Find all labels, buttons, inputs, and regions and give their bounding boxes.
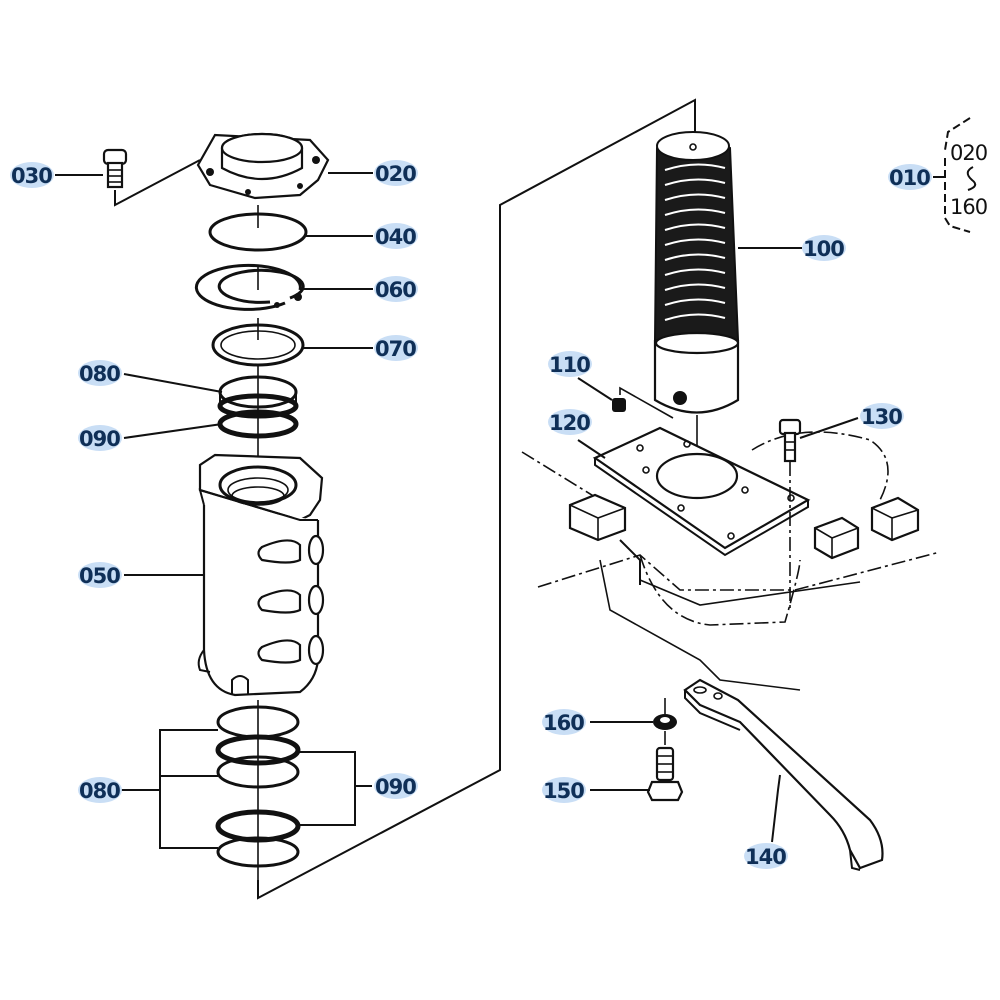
svg-text:120: 120	[549, 411, 590, 435]
svg-text:050: 050	[79, 564, 120, 588]
svg-text:090: 090	[79, 427, 120, 451]
callout-030[interactable]: 030	[10, 162, 54, 188]
callout-020[interactable]: 020	[374, 160, 418, 186]
part-130-bolt	[778, 418, 802, 463]
svg-text:060: 060	[375, 278, 416, 302]
callout-050[interactable]: 050	[78, 562, 122, 588]
svg-text:030: 030	[11, 164, 52, 188]
part-100-rotor-shaft	[653, 131, 740, 414]
callout-060[interactable]: 060	[374, 276, 418, 302]
part-120-plate	[592, 426, 811, 557]
callout-160[interactable]: 160	[542, 709, 586, 735]
callout-120[interactable]: 120	[548, 409, 592, 435]
bracket-080	[159, 729, 218, 849]
svg-text:090: 090	[375, 775, 416, 799]
svg-text:130: 130	[861, 405, 902, 429]
svg-text:150: 150	[543, 779, 584, 803]
part-160-washer	[653, 714, 677, 730]
svg-text:010: 010	[889, 166, 930, 190]
callout-150[interactable]: 150	[542, 777, 586, 803]
part-150-bolt	[646, 746, 684, 802]
part-020-cover	[196, 132, 330, 200]
svg-text:140: 140	[745, 845, 786, 869]
part-060-snap-ring	[194, 263, 305, 311]
part-050-swivel-body	[197, 453, 325, 697]
frame-base	[521, 431, 941, 691]
rubber-blocks	[568, 493, 920, 560]
callout-110[interactable]: 110	[548, 351, 592, 377]
callout-090-lower[interactable]: 090	[374, 773, 418, 799]
svg-text:100: 100	[803, 237, 844, 261]
svg-text:020: 020	[375, 162, 416, 186]
callout-100[interactable]: 100	[802, 235, 846, 261]
part-030-bolt	[102, 148, 128, 189]
svg-text:110: 110	[549, 353, 590, 377]
svg-text:080: 080	[79, 362, 120, 386]
callout-040[interactable]: 040	[374, 223, 418, 249]
callout-130[interactable]: 130	[860, 403, 904, 429]
assembly-range-bracket	[933, 117, 977, 233]
callout-010[interactable]: 010	[888, 164, 932, 190]
assembly-range-to: 160	[950, 195, 988, 219]
assembly-connector-line	[257, 98, 696, 900]
assembly-range-from: 020	[950, 141, 988, 165]
svg-text:080: 080	[79, 779, 120, 803]
svg-text:020: 020	[950, 141, 987, 165]
callout-070[interactable]: 070	[374, 335, 418, 361]
callout-080-upper[interactable]: 080	[78, 360, 122, 386]
callout-080-lower[interactable]: 080	[78, 777, 122, 803]
callout-140[interactable]: 140	[744, 843, 788, 869]
svg-text:160: 160	[950, 195, 987, 219]
bracket-090	[298, 751, 356, 826]
svg-text:070: 070	[375, 337, 416, 361]
part-110-plug	[612, 398, 626, 412]
leader-030-to-020	[114, 159, 201, 207]
svg-text:040: 040	[375, 225, 416, 249]
callout-090-upper[interactable]: 090	[78, 425, 122, 451]
svg-text:160: 160	[543, 711, 584, 735]
part-140-stopper-arm	[683, 678, 884, 871]
